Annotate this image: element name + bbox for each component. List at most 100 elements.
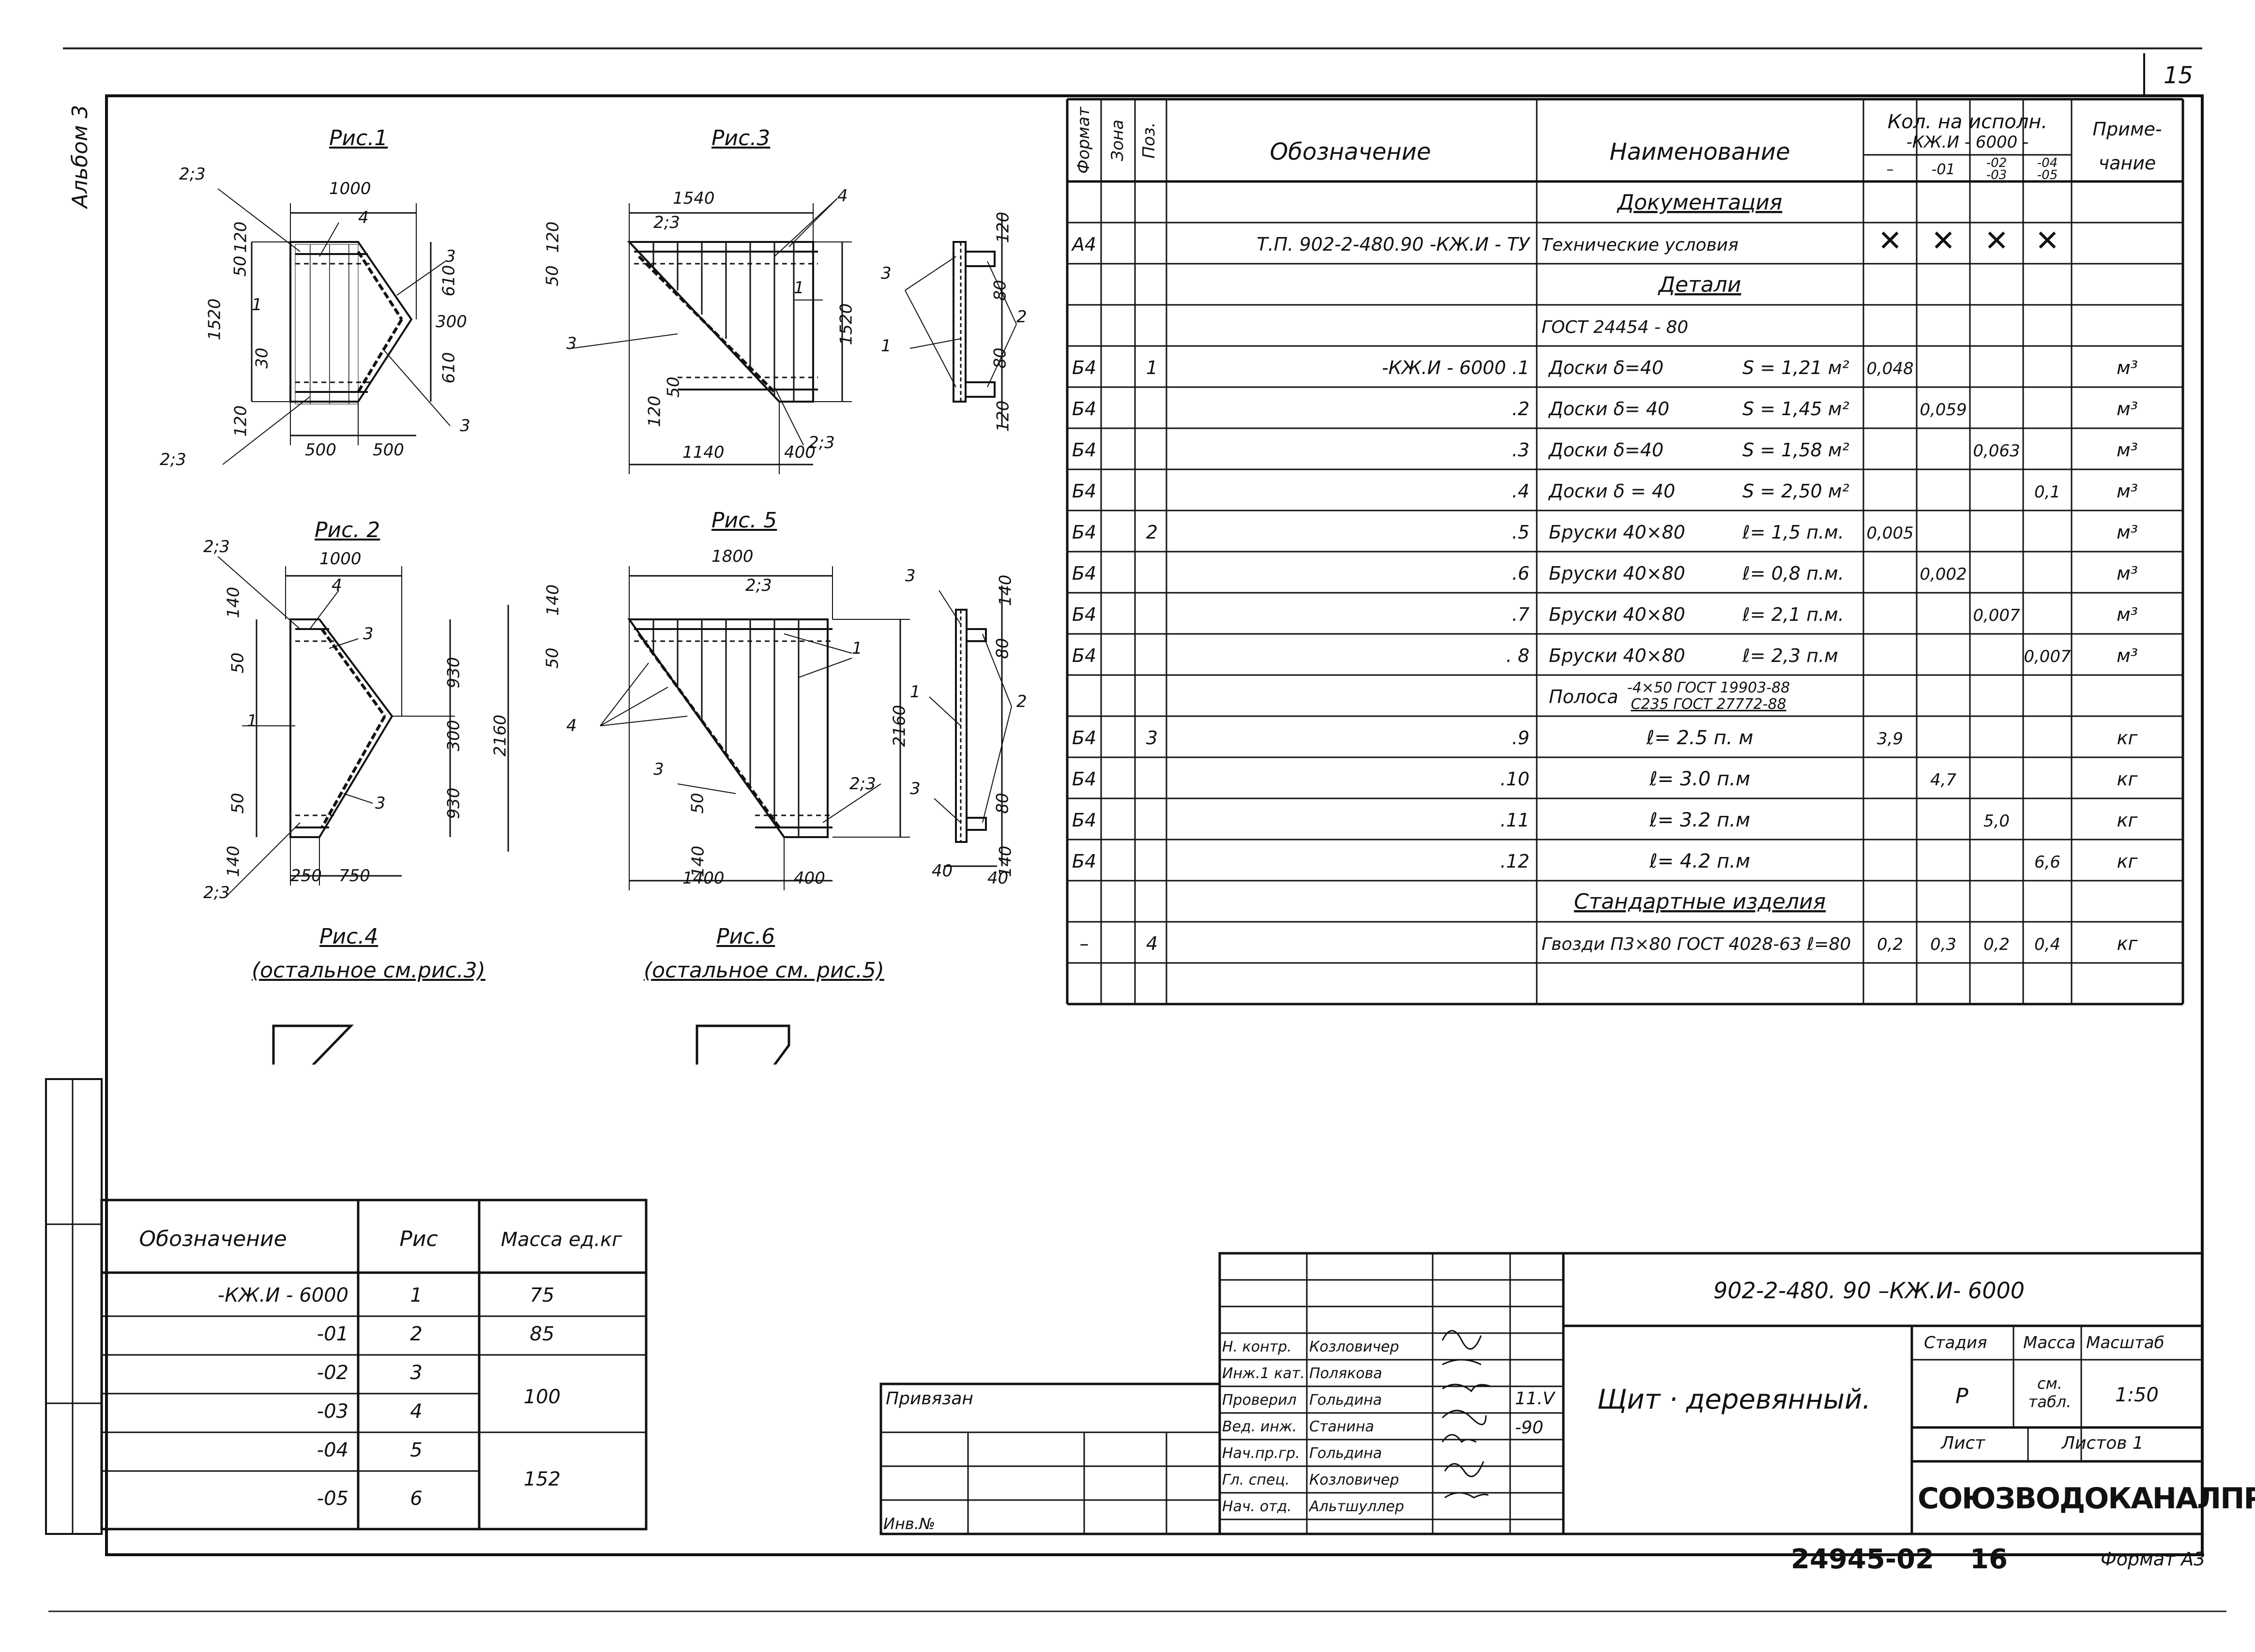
spec-row-format: Б4 — [1072, 727, 1096, 749]
privyazan-label: Привязан — [886, 1389, 973, 1409]
fig3-caption: Рис.3 — [711, 126, 771, 150]
spec-row-note: м³ — [2117, 357, 2138, 378]
spec-row-qty-1: 3,9 — [1877, 729, 1903, 749]
title-person: Гольдина — [1309, 1445, 1382, 1462]
spec-row-name2: ℓ= 2,3 п.м — [1742, 645, 1838, 666]
mass-header-mass: Масса ед.кг — [501, 1229, 622, 1251]
fig5-label-23b: 2;3 — [849, 774, 876, 794]
date-2: -90 — [1515, 1418, 1544, 1438]
spec-row-designation: .10 — [1500, 768, 1529, 790]
fig1-caption: Рис.1 — [329, 126, 388, 150]
mass-label: Масса — [2023, 1333, 2076, 1352]
fig1-dim-w500a: 500 — [305, 440, 336, 460]
spec-row-name: Детали — [1658, 272, 1741, 297]
mass-row-fig: 1 — [410, 1284, 422, 1307]
section2-label-1: 1 — [910, 682, 921, 702]
section1-label-1: 1 — [881, 336, 892, 356]
spec-row-name: Технические условия — [1542, 235, 1739, 255]
spec-row-qty-4: 0,007 — [2024, 647, 2071, 666]
fig1-dim-w500b: 500 — [373, 440, 404, 460]
fig1-drawing — [217, 188, 451, 465]
stage-label: Стадия — [1924, 1333, 1987, 1352]
spec-row-format: Б4 — [1072, 768, 1096, 790]
fig3-dim-width: 1540 — [673, 189, 715, 208]
spec-header-pos: Поз. — [1139, 122, 1159, 158]
section2-drawing — [929, 586, 1012, 867]
footer-number: 24945-02 — [1791, 1544, 1934, 1575]
spec-header-v1: -01 — [1932, 161, 1955, 178]
fig5-label-4: 4 — [566, 716, 577, 736]
title-role: Н. контр. — [1222, 1338, 1292, 1355]
spec-row-designation: .2 — [1512, 398, 1529, 420]
spec-row-qty-3: 0,007 — [1973, 606, 2020, 625]
title-code: 902-2-480. 90 –КЖ.И- 6000 — [1713, 1277, 2025, 1304]
mass-row-fig: 4 — [410, 1400, 422, 1423]
fig3-label-4: 4 — [837, 186, 848, 206]
spec-row-name2: ℓ= 2,1 п.м. — [1742, 604, 1844, 625]
spec-row-name2: ℓ= 2.5 п. м — [1646, 727, 1754, 749]
spec-row-note: м³ — [2117, 439, 2138, 461]
fig1-label-23b: 2;3 — [160, 450, 186, 469]
fig1-label-1: 1 — [252, 295, 262, 315]
spec-row-designation: Т.П. 902-2-480.90 -КЖ.И - ТУ — [1256, 234, 1530, 255]
section2-label-3a: 3 — [905, 566, 916, 586]
spec-header-v2b: -03 — [1986, 168, 2007, 182]
spec-row-name2: ℓ= 4.2 п.м — [1649, 850, 1750, 872]
spec-row-format: – — [1080, 933, 1089, 954]
title-person: Альтшуллер — [1308, 1498, 1404, 1515]
spec-row-pos: 1 — [1146, 357, 1158, 378]
title-person: Козловичер — [1309, 1338, 1399, 1355]
fig3-dim-w400: 400 — [784, 443, 816, 462]
spec-header-qty: Кол. на исполн. — [1888, 111, 2047, 133]
spec-row-qty-1: ✕ — [1878, 224, 1902, 258]
fig2-label-23b: 2;3 — [203, 883, 230, 902]
fig2-label-4: 4 — [332, 576, 342, 595]
fig6-shape — [696, 1024, 790, 1065]
fig3-dim-w1140: 1140 — [682, 443, 725, 462]
mass-row-fig: 2 — [410, 1323, 422, 1345]
mass-row-designation: -05 — [317, 1487, 348, 1510]
fig5-dim-w400: 400 — [794, 869, 825, 888]
fig2-dim-w250: 250 — [290, 866, 322, 886]
spec-row-format: Б4 — [1072, 645, 1096, 666]
date-1: 11.V — [1515, 1389, 1555, 1409]
spec-row-note: кг — [2117, 851, 2138, 872]
spec-row-qty-4: 6,6 — [2034, 853, 2060, 872]
mass-row-designation: -КЖ.И - 6000 — [218, 1284, 348, 1307]
spec-row-format: Б4 — [1072, 481, 1096, 502]
spec-row-name3: С235 ГОСТ 27772-88 — [1631, 696, 1786, 713]
spec-row-name: Бруски 40×80 — [1549, 563, 1685, 584]
title-role: Нач.пр.гр. — [1222, 1445, 1300, 1462]
spec-row-designation: .4 — [1512, 481, 1529, 502]
fig3-label-23a: 2;3 — [653, 213, 680, 232]
spec-row-qty-2: 0,059 — [1920, 400, 1967, 420]
title-person: Полякова — [1309, 1365, 1382, 1382]
spec-row-format: Б4 — [1072, 851, 1096, 872]
spec-row-qty-3: 0,063 — [1973, 441, 2020, 461]
mass-row-fig: 6 — [410, 1487, 422, 1510]
spec-row-pos: 2 — [1146, 522, 1158, 543]
mass-row-designation: -03 — [317, 1400, 348, 1423]
spec-row-designation: .6 — [1512, 563, 1529, 584]
title-role: Проверил — [1222, 1392, 1297, 1409]
spec-header-zone: Зона — [1108, 120, 1127, 161]
fig5-label-1: 1 — [852, 639, 863, 658]
fig1-dim-h300: 300 — [436, 312, 467, 331]
spec-row-name: Доски δ= 40 — [1548, 398, 1669, 420]
fig2-label-1: 1 — [247, 711, 257, 731]
spec-row-designation: .5 — [1512, 522, 1529, 543]
spec-row-pos: 3 — [1146, 727, 1158, 749]
spec-row-qty-3: 0,2 — [1983, 935, 2010, 954]
title-role: Вед. инж. — [1222, 1418, 1297, 1435]
spec-row-format: Б4 — [1072, 398, 1096, 420]
fig5-dim-w1400: 1400 — [682, 869, 725, 888]
spec-row-designation: .9 — [1512, 727, 1529, 749]
spec-row-note: кг — [2117, 933, 2138, 954]
spec-row-qty-4: 0,4 — [2034, 935, 2060, 954]
spec-row-qty-1: 0,2 — [1877, 935, 1903, 954]
title-role: Инж.1 кат. — [1222, 1365, 1305, 1382]
